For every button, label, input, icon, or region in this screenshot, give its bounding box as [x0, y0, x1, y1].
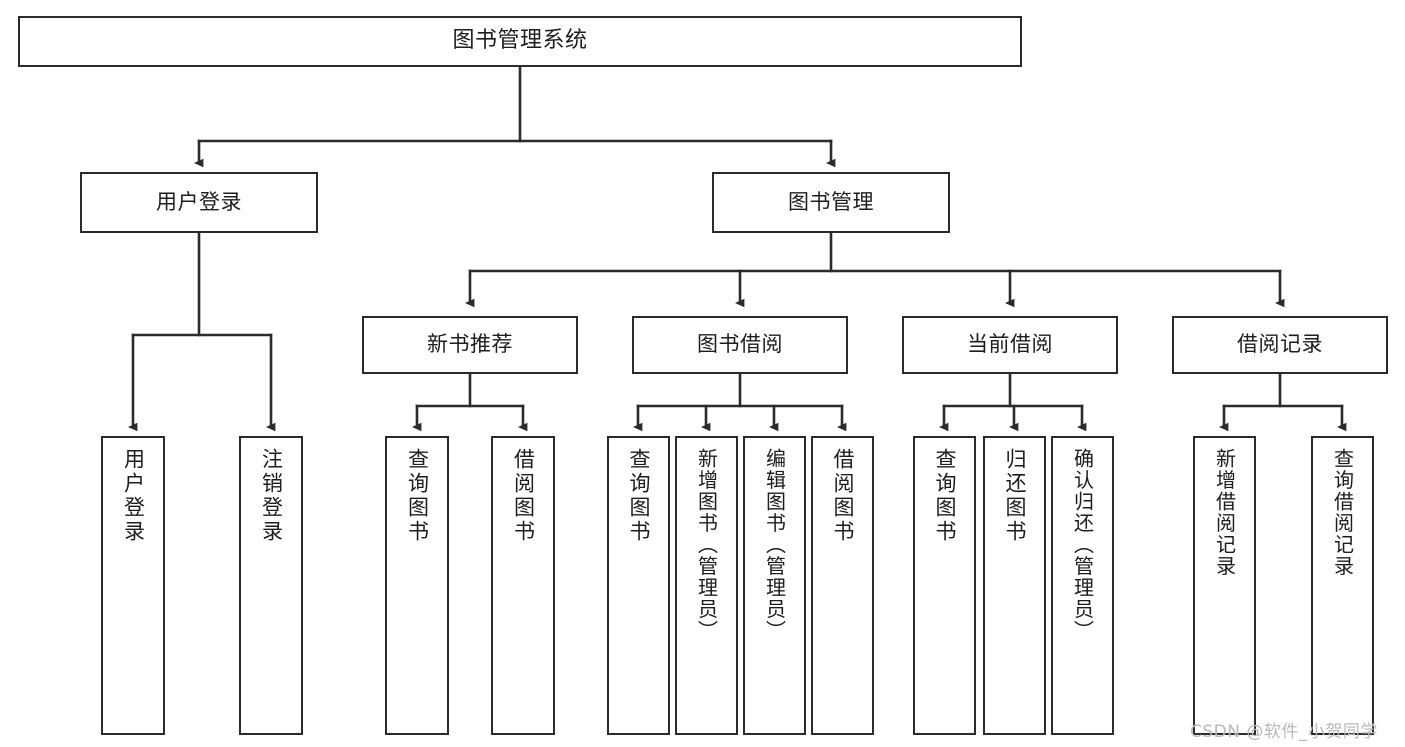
csdn-watermark: CSDN @软件_小贺同学 — [1190, 722, 1378, 742]
leaf-query-book-recommend[interactable]: 查询图书 — [385, 436, 449, 735]
node-label: 借阅图书 — [511, 448, 536, 544]
leaf-query-borrow-record[interactable]: 查询借阅记录 — [1311, 436, 1374, 735]
leaf-add-book-admin[interactable]: 新增图书（管理员） — [675, 436, 738, 735]
leaf-logout[interactable]: 注销登录 — [239, 436, 303, 735]
node-label: 当前借阅 — [967, 332, 1053, 357]
node-label: 图书管理系统 — [452, 28, 588, 54]
node-label: 查询图书 — [627, 448, 651, 544]
node-label: 新书推荐 — [427, 332, 513, 357]
node-label: 查询图书 — [933, 448, 957, 544]
node-label: 图书借阅 — [697, 332, 783, 357]
node-label: 借阅记录 — [1237, 332, 1323, 357]
leaf-return-book[interactable]: 归还图书 — [983, 436, 1046, 735]
node-label: 编辑图书（管理员） — [762, 448, 787, 642]
node-label: 确认归还（管理员） — [1070, 448, 1095, 642]
leaf-edit-book-admin[interactable]: 编辑图书（管理员） — [743, 436, 806, 735]
node-label: 图书管理 — [788, 189, 874, 214]
node-label: 用户登录 — [121, 448, 146, 544]
node-user-login[interactable]: 用户登录 — [80, 172, 318, 233]
node-label: 查询图书 — [405, 448, 430, 544]
node-label: 新增图书（管理员） — [694, 448, 719, 642]
leaf-borrow-book-recommend[interactable]: 借阅图书 — [491, 436, 555, 735]
leaf-query-book-borrow[interactable]: 查询图书 — [607, 436, 670, 735]
node-borrow-record[interactable]: 借阅记录 — [1172, 316, 1388, 374]
node-label: 用户登录 — [156, 189, 242, 214]
node-label: 查询借阅记录 — [1330, 448, 1355, 577]
leaf-user-login[interactable]: 用户登录 — [101, 436, 165, 735]
leaf-confirm-return-admin[interactable]: 确认归还（管理员） — [1051, 436, 1114, 735]
node-root-system[interactable]: 图书管理系统 — [18, 16, 1022, 67]
node-label: 借阅图书 — [831, 448, 855, 544]
node-book-management[interactable]: 图书管理 — [712, 172, 950, 233]
node-current-borrow[interactable]: 当前借阅 — [902, 316, 1118, 374]
node-label: 新增借阅记录 — [1212, 448, 1237, 577]
leaf-borrow-book[interactable]: 借阅图书 — [811, 436, 874, 735]
leaf-add-borrow-record[interactable]: 新增借阅记录 — [1193, 436, 1256, 735]
node-label: 注销登录 — [259, 448, 284, 544]
node-book-borrow[interactable]: 图书借阅 — [632, 316, 848, 374]
node-new-book-recommend[interactable]: 新书推荐 — [362, 316, 578, 374]
node-label: 归还图书 — [1003, 448, 1027, 544]
leaf-query-book-current[interactable]: 查询图书 — [913, 436, 976, 735]
